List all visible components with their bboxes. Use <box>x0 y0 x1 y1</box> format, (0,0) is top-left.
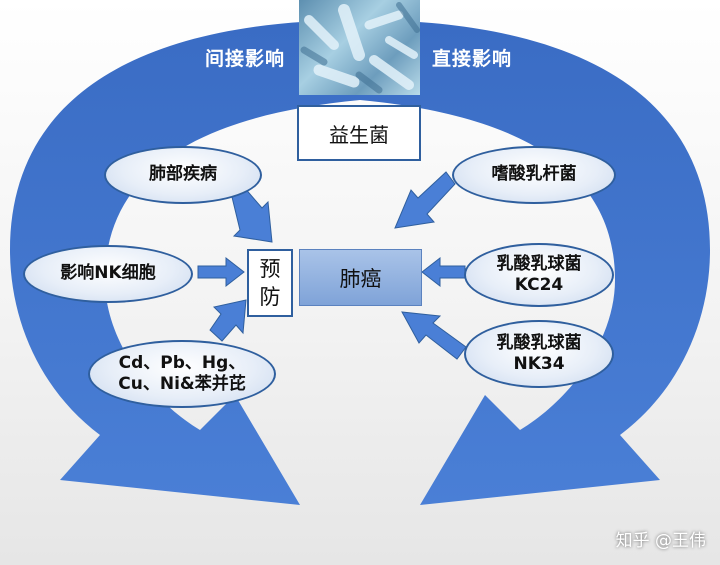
arrow-nk34 <box>401 311 467 360</box>
nk34-label-line2: NK34 <box>513 354 565 374</box>
direct-influence-arrow <box>360 20 710 505</box>
kc24-node: 乳酸乳球菌 KC24 <box>464 243 614 307</box>
lacto-rod-node: 嗜酸乳杆菌 <box>452 146 616 204</box>
lacto-rod-label: 嗜酸乳杆菌 <box>491 164 577 185</box>
prevention-box: 预 防 <box>247 249 293 317</box>
probiotics-label: 益生菌 <box>329 122 389 147</box>
lung-cancer-box: 肺癌 <box>299 249 422 306</box>
lung-cancer-label: 肺癌 <box>339 266 382 291</box>
direct-influence-label: 直接影响 <box>432 48 513 70</box>
prevention-char-2: 防 <box>259 285 281 309</box>
watermark: 知乎 @王伟 <box>615 531 706 551</box>
heavy-metals-label-line2: Cu、Ni&苯并芘 <box>118 374 246 394</box>
arrow-nk-cells <box>197 256 245 288</box>
arrow-lacto-rod <box>394 171 456 229</box>
nk34-label-line1: 乳酸乳球菌 <box>496 332 582 353</box>
nk34-node: 乳酸乳球菌 NK34 <box>464 320 614 388</box>
arrow-kc24 <box>421 256 466 288</box>
indirect-influence-label: 间接影响 <box>205 48 286 70</box>
prevention-char-1: 预 <box>259 256 281 281</box>
kc24-label-line2: KC24 <box>514 275 564 295</box>
arrow-metals <box>209 299 247 342</box>
heavy-metals-label-line1: Cd、Pb、Hg、 <box>118 352 246 373</box>
probiotics-box: 益生菌 <box>297 105 421 161</box>
lung-disease-label: 肺部疾病 <box>149 164 217 185</box>
bacteria-photo <box>299 0 420 95</box>
kc24-label-line1: 乳酸乳球菌 <box>496 253 582 274</box>
nk-cells-label: 影响NK细胞 <box>60 263 156 284</box>
lung-disease-node: 肺部疾病 <box>104 146 262 204</box>
nk-cells-node: 影响NK细胞 <box>23 245 193 303</box>
heavy-metals-node: Cd、Pb、Hg、 Cu、Ni&苯并芘 <box>88 340 276 408</box>
